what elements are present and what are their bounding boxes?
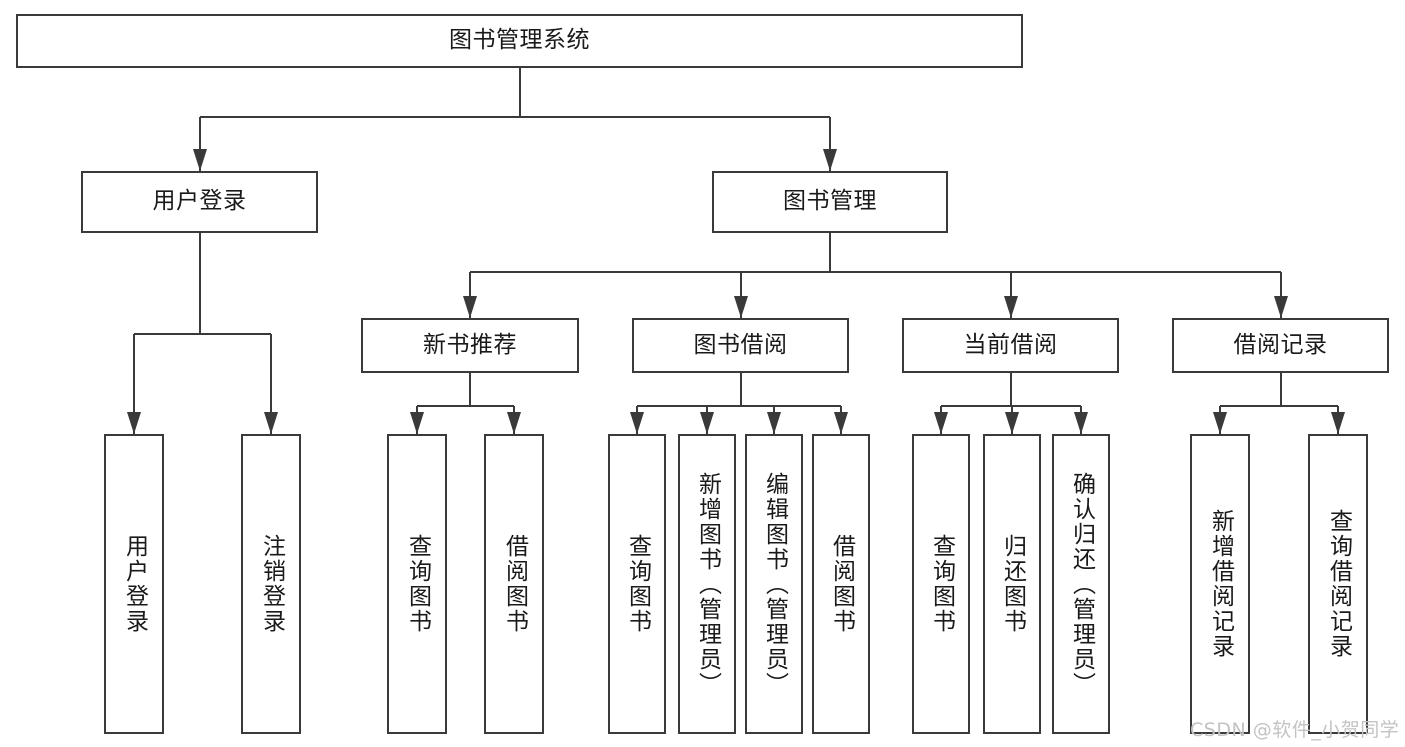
node-label-leaf-borrow-book-1: 借阅图书: [501, 534, 528, 634]
node-leaf-add-book: 新增图书（管理员）: [678, 434, 736, 734]
node-leaf-add-record: 新增借阅记录: [1190, 434, 1250, 734]
node-leaf-edit-book: 编辑图书（管理员）: [745, 434, 803, 734]
arrowhead-icon: [127, 412, 141, 434]
arrowhead-icon: [1331, 412, 1345, 434]
node-label-leaf-return-book: 归还图书: [999, 534, 1026, 634]
node-label-current-borrow: 当前借阅: [963, 331, 1058, 358]
node-leaf-user-login: 用户登录: [104, 434, 164, 734]
node-leaf-confirm-return: 确认归还（管理员）: [1052, 434, 1110, 734]
arrowhead-icon: [834, 412, 848, 434]
node-borrow-record: 借阅记录: [1172, 318, 1389, 373]
node-leaf-borrow-book-1: 借阅图书: [484, 434, 544, 734]
node-leaf-query-record: 查询借阅记录: [1308, 434, 1368, 734]
arrowhead-icon: [1004, 296, 1018, 318]
node-leaf-return-book: 归还图书: [983, 434, 1041, 734]
arrowhead-icon: [507, 412, 521, 434]
arrowhead-icon: [934, 412, 948, 434]
node-root: 图书管理系统: [16, 14, 1023, 68]
node-leaf-logout: 注销登录: [241, 434, 301, 734]
arrowhead-icon: [193, 149, 207, 171]
arrowhead-icon: [630, 412, 644, 434]
arrowhead-icon: [1074, 412, 1088, 434]
node-book-borrow: 图书借阅: [632, 318, 849, 373]
node-book-manage: 图书管理: [712, 171, 948, 233]
node-leaf-query-book-3: 查询图书: [912, 434, 970, 734]
node-label-leaf-add-book: 新增图书（管理员）: [694, 471, 721, 697]
arrowhead-icon: [1005, 412, 1019, 434]
arrowhead-icon: [463, 296, 477, 318]
node-label-leaf-add-record: 新增借阅记录: [1207, 509, 1234, 659]
node-label-borrow-record: 借阅记录: [1233, 331, 1328, 358]
node-label-leaf-logout: 注销登录: [258, 534, 285, 634]
node-label-book-borrow: 图书借阅: [693, 331, 788, 358]
node-label-root: 图书管理系统: [449, 27, 590, 54]
node-label-leaf-query-book-2: 查询图书: [624, 534, 651, 634]
node-label-user-login: 用户登录: [152, 188, 247, 215]
arrowhead-icon: [1274, 296, 1288, 318]
node-label-leaf-borrow-book-2: 借阅图书: [828, 534, 855, 634]
node-leaf-query-book-2: 查询图书: [608, 434, 666, 734]
node-label-leaf-query-book-1: 查询图书: [404, 534, 431, 634]
node-current-borrow: 当前借阅: [902, 318, 1119, 373]
node-leaf-query-book-1: 查询图书: [387, 434, 447, 734]
node-label-new-book-rec: 新书推荐: [423, 331, 517, 358]
arrowhead-icon: [700, 412, 714, 434]
arrowhead-icon: [264, 412, 278, 434]
node-user-login: 用户登录: [81, 171, 318, 233]
node-label-leaf-edit-book: 编辑图书（管理员）: [761, 471, 788, 697]
arrowhead-icon: [734, 296, 748, 318]
arrowhead-icon: [410, 412, 424, 434]
node-leaf-borrow-book-2: 借阅图书: [812, 434, 870, 734]
arrowhead-icon: [823, 149, 837, 171]
arrowhead-icon: [767, 412, 781, 434]
node-label-leaf-confirm-return: 确认归还（管理员）: [1068, 471, 1095, 697]
node-new-book-rec: 新书推荐: [361, 318, 579, 373]
node-label-book-manage: 图书管理: [783, 188, 877, 215]
node-label-leaf-query-book-3: 查询图书: [928, 534, 955, 634]
watermark-text: CSDN @软件_小贺同学: [1190, 719, 1400, 741]
node-label-leaf-query-record: 查询借阅记录: [1325, 509, 1352, 659]
node-label-leaf-user-login: 用户登录: [121, 534, 148, 634]
arrowhead-icon: [1213, 412, 1227, 434]
